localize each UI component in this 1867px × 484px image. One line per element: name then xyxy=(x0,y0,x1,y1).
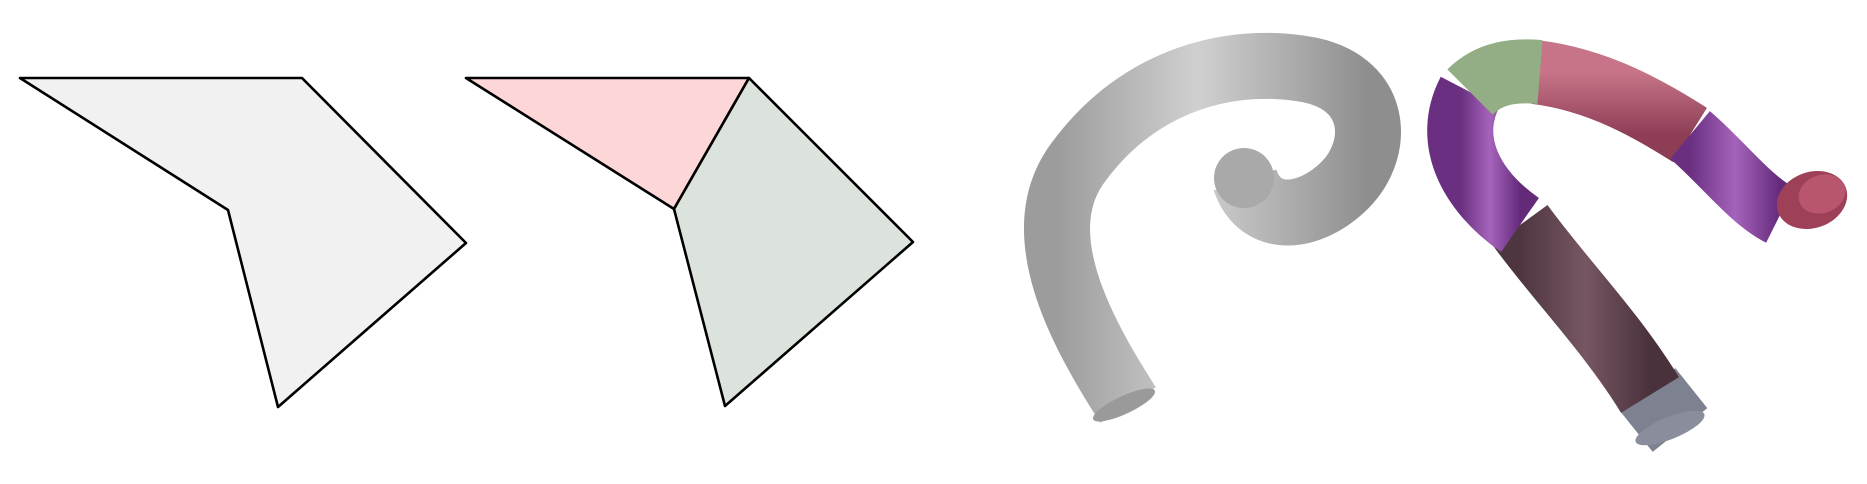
polygon-shape xyxy=(18,76,468,409)
tube-bottom-cap xyxy=(1092,388,1156,422)
polygon-decomposed xyxy=(464,76,915,408)
tube-end-cap xyxy=(1214,148,1274,208)
segment-end-cap-red-face xyxy=(1798,174,1846,214)
segment-dark xyxy=(1492,204,1679,414)
polygon-original xyxy=(18,76,468,409)
tube-decomposed xyxy=(1427,39,1848,452)
tube-original xyxy=(1024,32,1401,423)
segment-purple-left xyxy=(1427,76,1540,253)
tube-body xyxy=(1024,32,1401,423)
segment-red-top xyxy=(1530,40,1707,163)
segment-green xyxy=(1447,39,1543,116)
segment-purple-right xyxy=(1669,111,1796,243)
segment-end-cap-gray-face xyxy=(1635,410,1705,446)
part-quad xyxy=(672,76,915,408)
